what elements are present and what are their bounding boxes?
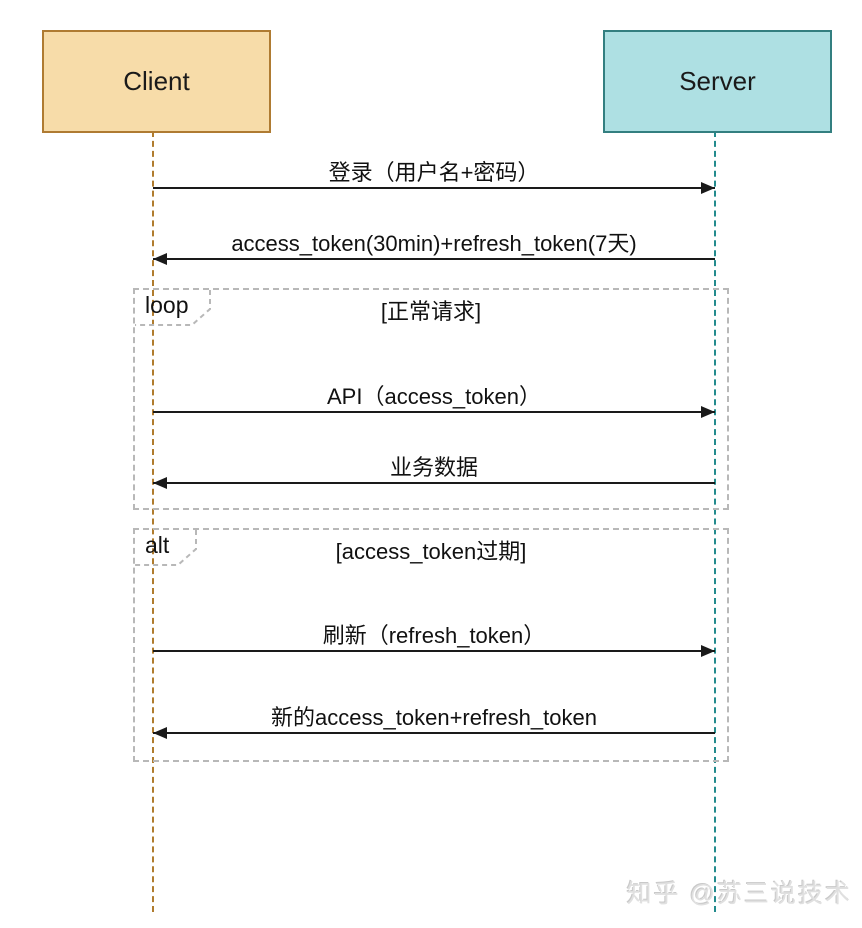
message-business-data-arrow bbox=[153, 477, 715, 489]
message-tokens: access_token(30min)+refresh_token(7天) bbox=[153, 230, 715, 265]
message-login-label: 登录（用户名+密码） bbox=[328, 160, 540, 185]
message-new-tokens-arrow bbox=[153, 727, 715, 739]
message-tokens-arrow bbox=[153, 253, 715, 265]
client-lifeline bbox=[152, 131, 154, 912]
message-login-arrow bbox=[153, 182, 715, 194]
arrowhead-right-icon bbox=[701, 406, 715, 418]
message-refresh-arrow bbox=[153, 645, 715, 657]
message-api-arrow bbox=[153, 406, 715, 418]
loop-frame: loop [正常请求] bbox=[133, 288, 729, 510]
alt-frame-pentagon-icon bbox=[135, 530, 197, 566]
arrowhead-left-icon bbox=[153, 477, 167, 489]
participant-server: Server bbox=[603, 30, 832, 133]
arrowhead-right-icon bbox=[701, 645, 715, 657]
message-tokens-label: access_token(30min)+refresh_token(7天) bbox=[231, 231, 637, 256]
message-refresh: 刷新（refresh_token） bbox=[153, 622, 715, 657]
alt-condition-label: [access_token过期] bbox=[335, 539, 527, 564]
loop-operator-label: loop bbox=[145, 292, 189, 318]
arrowhead-right-icon bbox=[701, 182, 715, 194]
message-login: 登录（用户名+密码） bbox=[153, 159, 715, 194]
participant-server-label: Server bbox=[679, 66, 756, 96]
arrowhead-left-icon bbox=[153, 727, 167, 739]
message-business-data-label: 业务数据 bbox=[389, 455, 478, 480]
arrowhead-left-icon bbox=[153, 253, 167, 265]
alt-frame: alt [access_token过期] bbox=[133, 528, 729, 762]
participant-client-label: Client bbox=[123, 66, 190, 96]
message-new-tokens-label: 新的access_token+refresh_token bbox=[271, 705, 597, 730]
message-refresh-label: 刷新（refresh_token） bbox=[322, 623, 546, 648]
message-new-tokens: 新的access_token+refresh_token bbox=[153, 704, 715, 739]
message-api-label: API（access_token） bbox=[327, 384, 541, 409]
participant-client: Client bbox=[42, 30, 271, 133]
server-lifeline bbox=[714, 131, 716, 912]
message-business-data: 业务数据 bbox=[153, 454, 715, 489]
watermark: 知乎 @苏三说技术 bbox=[626, 880, 852, 908]
alt-operator-label: alt bbox=[145, 532, 170, 558]
loop-frame-pentagon-icon bbox=[135, 290, 211, 326]
message-api: API（access_token） bbox=[153, 383, 715, 418]
loop-condition-label: [正常请求] bbox=[380, 299, 482, 324]
